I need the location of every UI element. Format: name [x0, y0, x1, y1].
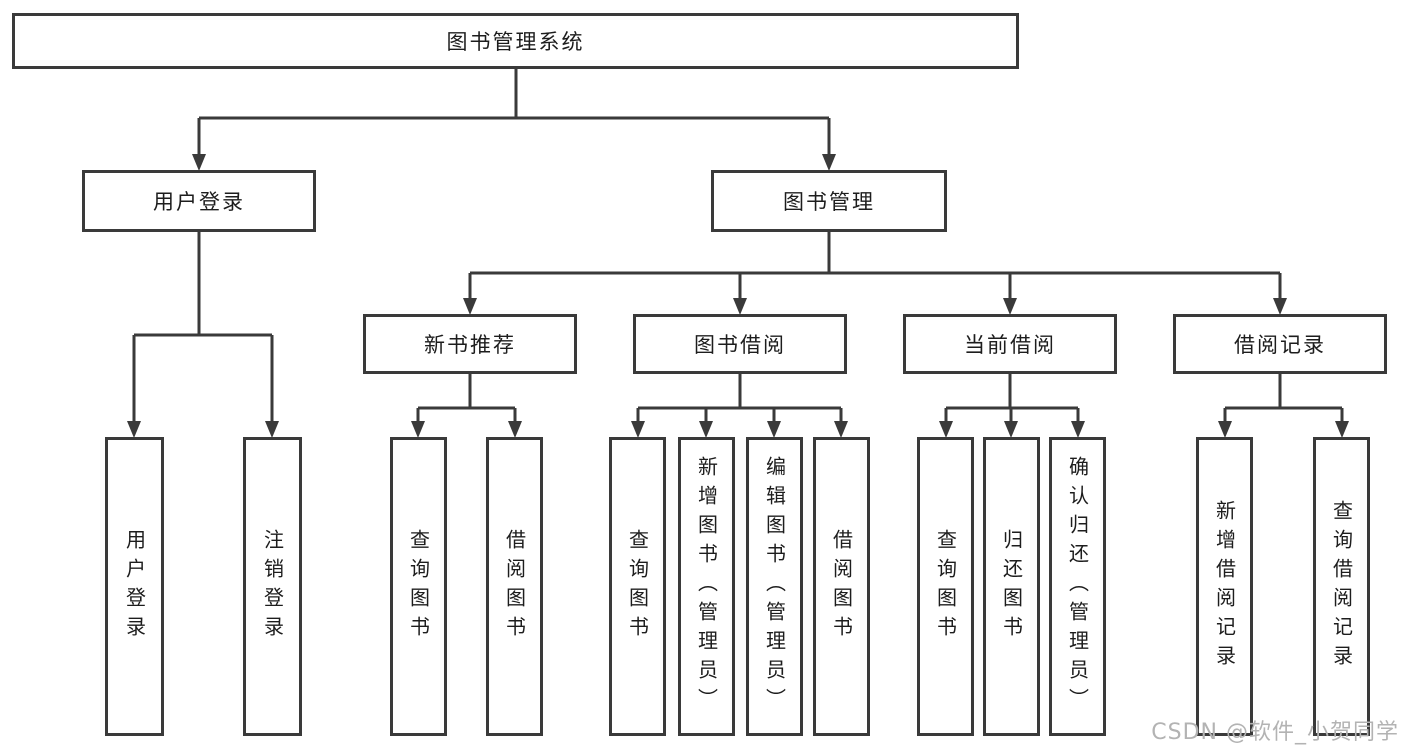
leaf-add-borrow-record-label: 新增借阅记录	[1212, 499, 1237, 674]
leaf-query-borrow-record-label: 查询借阅记录	[1329, 499, 1354, 674]
leaf-query-borrow-record: 查询借阅记录	[1313, 437, 1370, 736]
leaf-borrow-book-recommend-label: 借阅图书	[502, 528, 527, 645]
node-library-management-system: 图书管理系统	[12, 13, 1019, 69]
leaf-return-book-label: 归还图书	[999, 528, 1024, 645]
leaf-return-book: 归还图书	[983, 437, 1040, 736]
connector-book-borrowing-to-leaves	[631, 374, 848, 438]
leaf-add-borrow-record: 新增借阅记录	[1196, 437, 1253, 736]
leaf-edit-book-admin: 编辑图书（管理员）	[746, 437, 803, 736]
leaf-logout-label: 注销登录	[260, 528, 285, 645]
leaf-user-login-label: 用户登录	[122, 528, 147, 645]
leaf-user-login: 用户登录	[105, 437, 164, 736]
leaf-logout: 注销登录	[243, 437, 302, 736]
leaf-add-book-admin-label: 新增图书（管理员）	[694, 456, 719, 717]
node-book-borrowing-label: 图书借阅	[694, 333, 786, 357]
node-user-login-label: 用户登录	[153, 190, 245, 214]
node-new-book-recommendation: 新书推荐	[363, 314, 577, 374]
node-current-borrowing-label: 当前借阅	[964, 333, 1056, 357]
connector-root-to-level2	[192, 69, 836, 171]
leaf-query-book-borrowing-label: 查询图书	[625, 528, 650, 645]
leaf-borrow-book-borrowing-label: 借阅图书	[829, 528, 854, 645]
connector-new-book-recommendation-to-leaves	[411, 374, 522, 438]
watermark-text: CSDN @软件_小贺同学	[1151, 720, 1399, 745]
leaf-confirm-return-admin: 确认归还（管理员）	[1049, 437, 1106, 736]
connector-book-management-to-level3	[463, 232, 1287, 315]
node-new-book-recommendation-label: 新书推荐	[424, 333, 516, 357]
leaf-query-book-current-label: 查询图书	[933, 528, 958, 645]
node-book-borrowing: 图书借阅	[633, 314, 847, 374]
node-current-borrowing: 当前借阅	[903, 314, 1117, 374]
leaf-borrow-book-recommend: 借阅图书	[486, 437, 543, 736]
leaf-edit-book-admin-label: 编辑图书（管理员）	[762, 456, 787, 717]
leaf-query-book-borrowing: 查询图书	[609, 437, 666, 736]
leaf-borrow-book-borrowing: 借阅图书	[813, 437, 870, 736]
node-library-management-system-label: 图书管理系统	[446, 30, 585, 54]
node-borrowing-records-label: 借阅记录	[1234, 333, 1326, 357]
leaf-confirm-return-admin-label: 确认归还（管理员）	[1065, 456, 1090, 717]
connector-borrowing-records-to-leaves	[1218, 374, 1349, 438]
leaf-add-book-admin: 新增图书（管理员）	[678, 437, 735, 736]
node-book-management-label: 图书管理	[783, 190, 875, 214]
node-user-login: 用户登录	[82, 170, 316, 232]
connector-user-login-to-leaves	[127, 232, 279, 438]
leaf-query-book-recommend: 查询图书	[390, 437, 447, 736]
leaf-query-book-current: 查询图书	[917, 437, 974, 736]
connector-current-borrowing-to-leaves	[939, 374, 1085, 438]
node-borrowing-records: 借阅记录	[1173, 314, 1387, 374]
node-book-management: 图书管理	[711, 170, 947, 232]
leaf-query-book-recommend-label: 查询图书	[406, 528, 431, 645]
